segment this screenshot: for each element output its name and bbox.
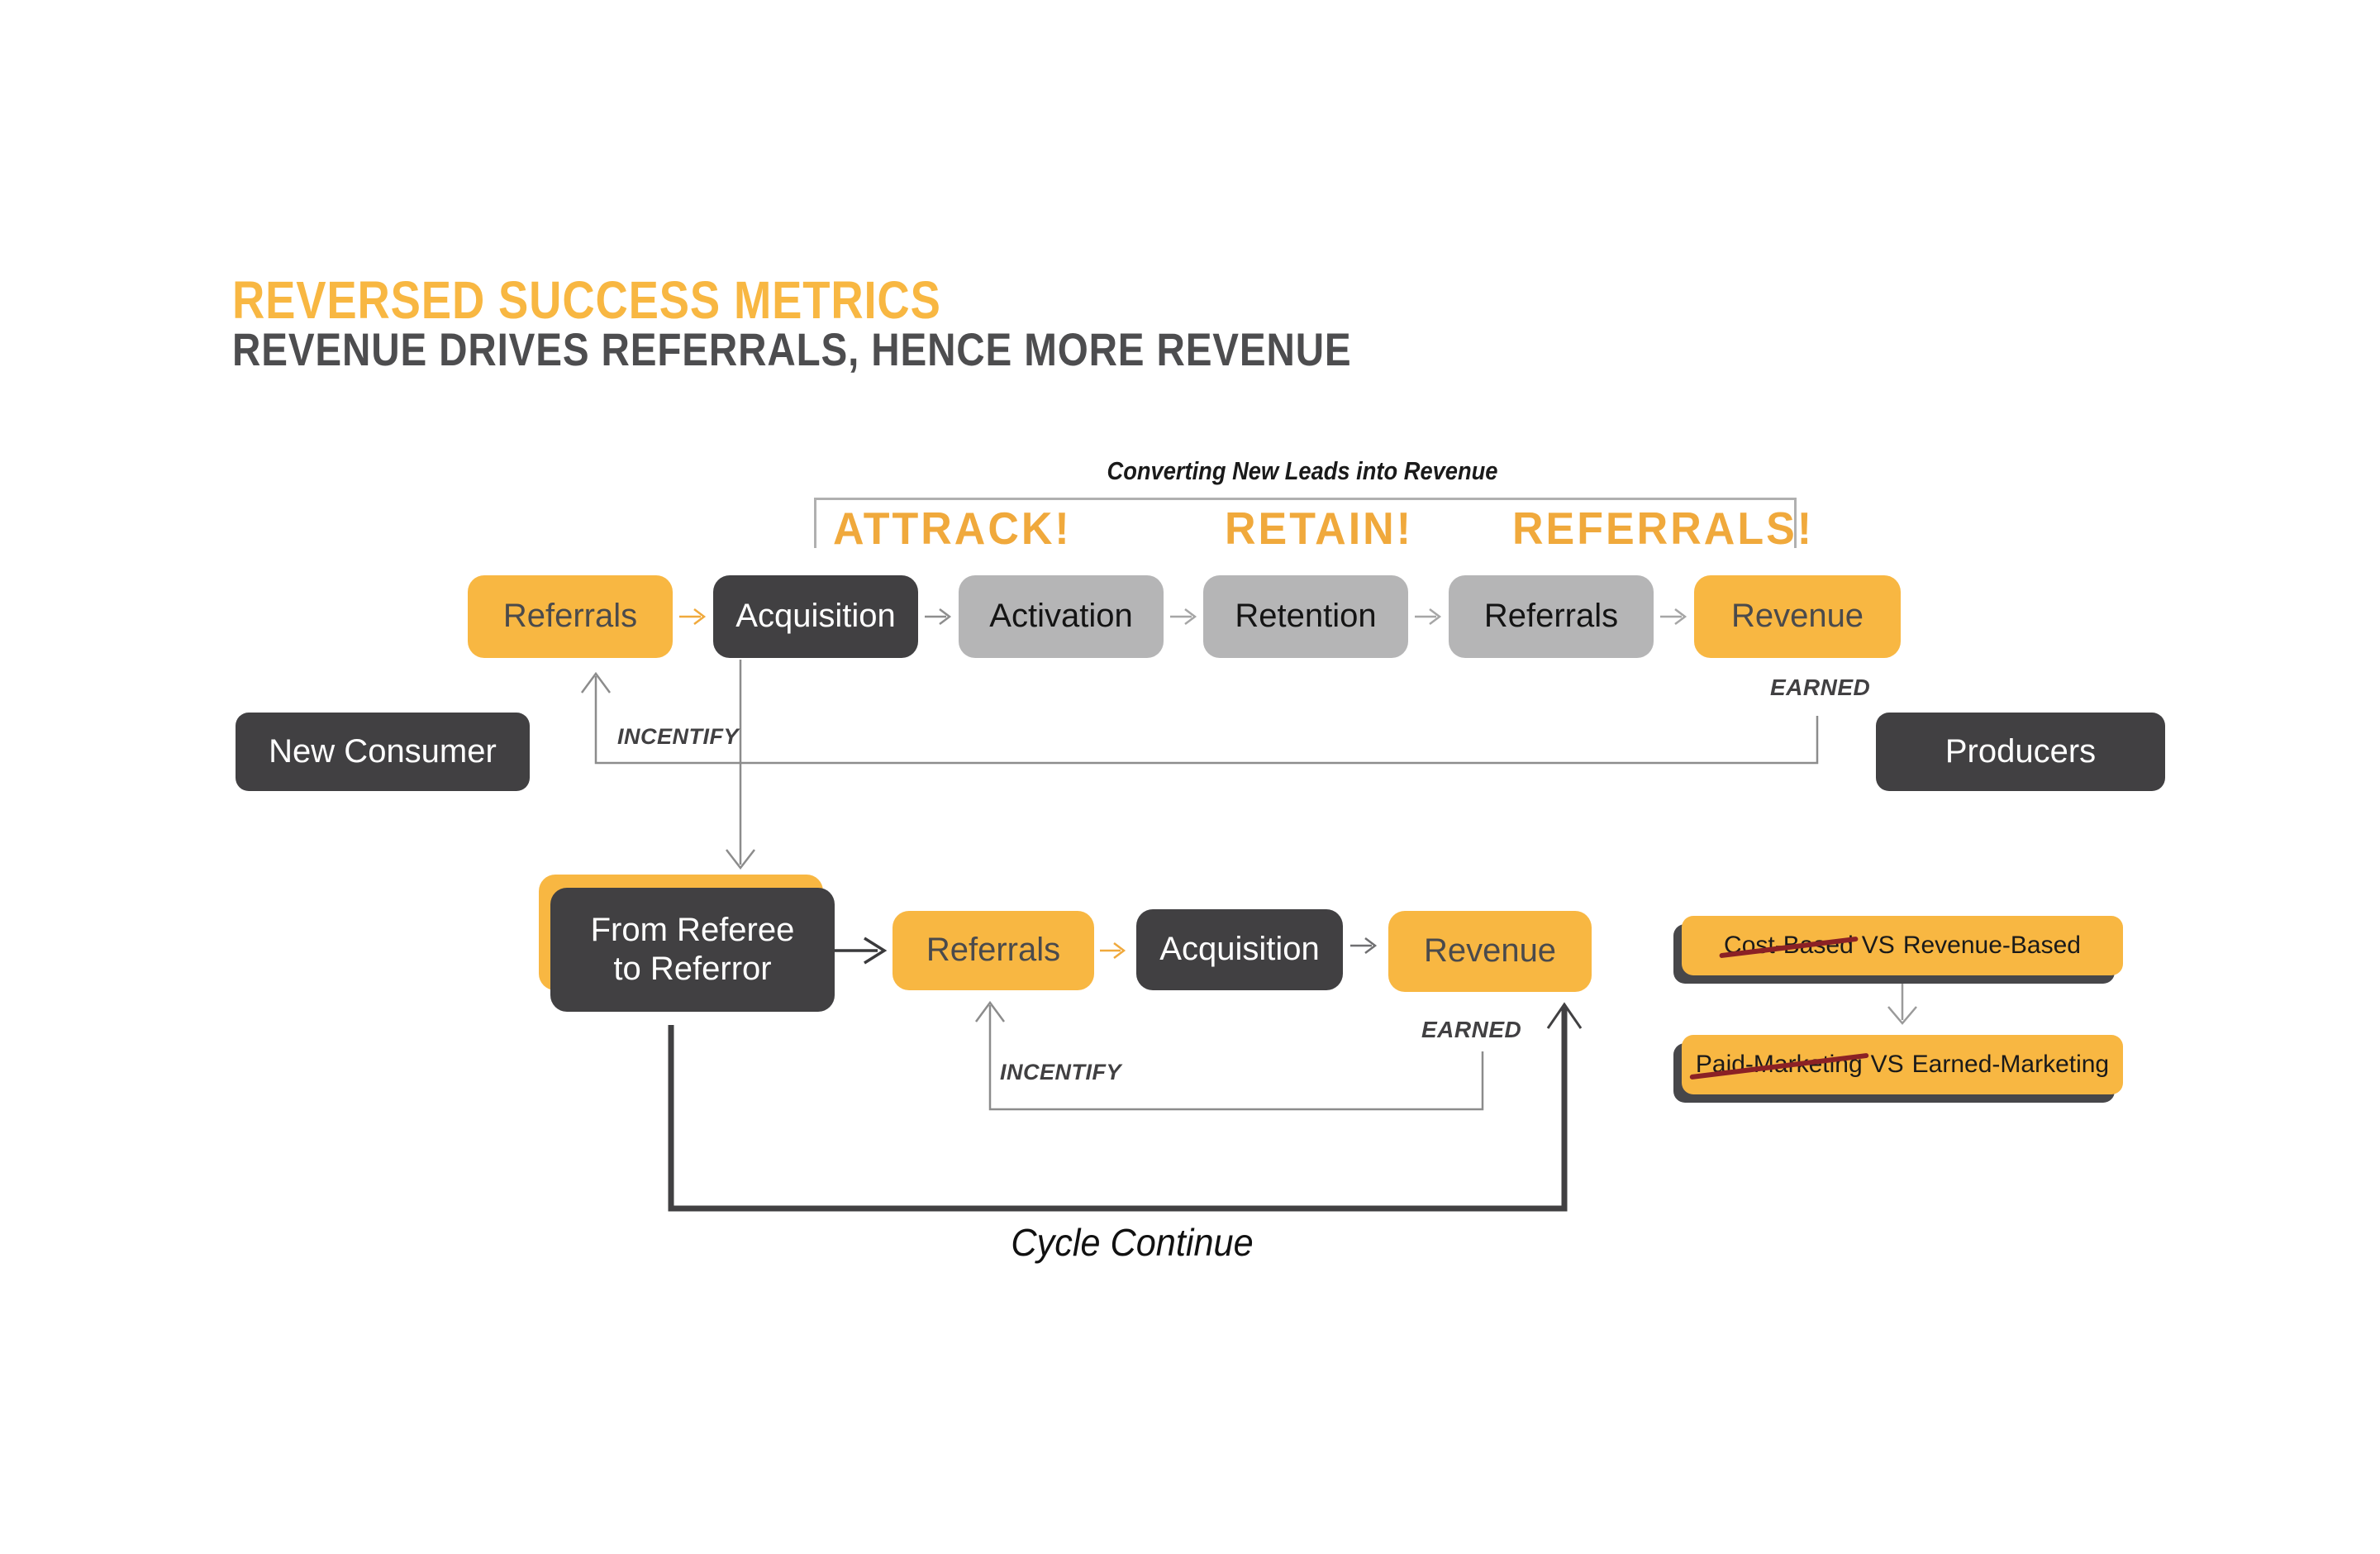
arrow-up-icon bbox=[1546, 1002, 1583, 1029]
loop-box-acquisition: Acquisition bbox=[1136, 909, 1343, 990]
vs-label: VS bbox=[1861, 932, 1895, 959]
arrow-right-icon bbox=[679, 608, 707, 625]
arrow-up-icon bbox=[974, 1000, 1006, 1022]
arrow-right-icon bbox=[1660, 608, 1687, 625]
funnel-box-acquisition: Acquisition bbox=[713, 575, 918, 658]
referee-line1: From Referee bbox=[590, 911, 795, 948]
earned-label-top: EARNED bbox=[1770, 675, 1871, 700]
funnel-box-label: Referrals bbox=[502, 598, 638, 635]
incentify-loop-line-top bbox=[580, 671, 1819, 765]
page-subtitle-text: REVENUE DRIVES REFERRALS, HENCE MORE REV… bbox=[232, 323, 1352, 375]
producers-box: Producers bbox=[1876, 713, 2165, 791]
funnel-box-label: Acquisition bbox=[735, 598, 896, 635]
referee-line2: to Referror bbox=[613, 951, 772, 987]
arrow-right-icon bbox=[1350, 937, 1378, 954]
cycle-continue-label: Cycle Continue bbox=[1011, 1221, 1254, 1264]
struck-term: Paid-Marketing bbox=[1695, 1051, 1863, 1078]
kept-term: Revenue-Based bbox=[1902, 932, 2081, 959]
loop-box-referrals: Referrals bbox=[892, 911, 1094, 990]
funnel-box-label: Referrals bbox=[1483, 598, 1619, 635]
funnel-box-activation: Activation bbox=[959, 575, 1164, 658]
funnel-box-label: Activation bbox=[989, 598, 1133, 635]
funnel-box-referrals-2: Referrals bbox=[1449, 575, 1654, 658]
funnel-box-label: Retention bbox=[1235, 598, 1377, 635]
page-subtitle: REVENUE DRIVES REFERRALS, HENCE MORE REV… bbox=[232, 322, 1549, 376]
page-title: REVERSED SUCCESS METRICS bbox=[232, 269, 1066, 331]
acquisition-to-referee-line bbox=[726, 660, 755, 870]
funnel-box-label: Revenue bbox=[1730, 598, 1864, 635]
incentify-label-bottom: INCENTIFY bbox=[1000, 1060, 1122, 1084]
referee-to-referrals-arrow bbox=[833, 937, 888, 965]
page-title-text: REVERSED SUCCESS METRICS bbox=[232, 270, 941, 330]
kept-term: Earned-Marketing bbox=[1911, 1051, 2110, 1078]
arrow-right-icon bbox=[925, 608, 952, 625]
arrow-right-icon bbox=[1170, 608, 1197, 625]
loop-box-label: Referrals bbox=[926, 932, 1061, 969]
callout-attrack: ATTRACK! bbox=[833, 503, 1072, 555]
cycle-loop-line bbox=[668, 1002, 1583, 1212]
funnel-bracket bbox=[814, 498, 1797, 548]
funnel-caption: Converting New Leads into Revenue bbox=[1107, 456, 1498, 485]
arrow-right-icon bbox=[1415, 608, 1442, 625]
new-consumer-box: New Consumer bbox=[236, 713, 530, 791]
comparison-paid-vs-earned: Paid-Marketing VS Earned-Marketing bbox=[1682, 1035, 2123, 1094]
arrow-right-icon bbox=[864, 937, 888, 965]
incentify-loop-line-bottom bbox=[974, 1000, 1484, 1111]
vs-label: VS bbox=[1870, 1051, 1904, 1078]
loop-box-label: Revenue bbox=[1423, 932, 1557, 970]
struck-term: Cost-Based bbox=[1724, 932, 1854, 959]
actor-label: Producers bbox=[1944, 733, 2097, 770]
actor-label: New Consumer bbox=[269, 733, 497, 770]
incentify-label-top: INCENTIFY bbox=[617, 724, 740, 749]
callout-retain: RETAIN! bbox=[1225, 503, 1414, 555]
arrow-down-icon bbox=[726, 849, 755, 870]
arrow-up-icon bbox=[580, 671, 612, 694]
arrow-down-icon bbox=[1887, 979, 1917, 1025]
arrow-right-icon bbox=[1100, 942, 1126, 959]
comparison-cost-vs-revenue: Cost-Based VS Revenue-Based bbox=[1682, 916, 2123, 975]
funnel-box-referrals: Referrals bbox=[468, 575, 673, 658]
funnel-box-revenue: Revenue bbox=[1694, 575, 1901, 658]
callout-referrals: REFERRALS! bbox=[1512, 503, 1815, 555]
funnel-box-retention: Retention bbox=[1203, 575, 1408, 658]
loop-box-revenue: Revenue bbox=[1388, 911, 1592, 992]
earned-label-bottom: EARNED bbox=[1421, 1017, 1522, 1042]
loop-box-label: Acquisition bbox=[1159, 931, 1320, 968]
